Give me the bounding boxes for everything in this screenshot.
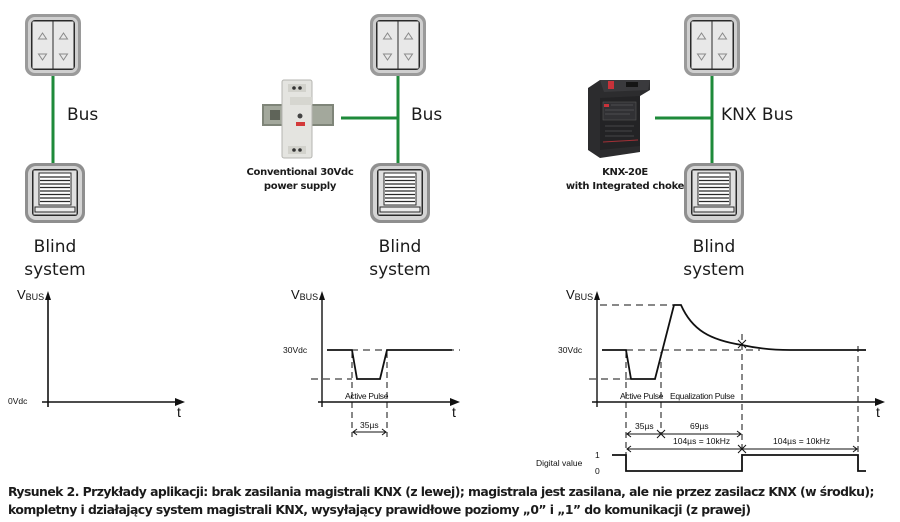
y-level-label-0v: 0Vdc (8, 396, 28, 406)
caption-line2: with Integrated choke (565, 181, 685, 192)
blind-label-line1: Blind (378, 237, 422, 257)
blind-system-label: Blind system (659, 236, 769, 282)
vbus-label: VBUS (566, 287, 593, 302)
vbus-label: VBUS (17, 287, 44, 302)
power-supply-caption: Conventional 30Vdc power supply (225, 166, 375, 194)
active-pulse-label: Active Pulse (345, 391, 389, 401)
y-axis-arrow (594, 291, 600, 300)
vbus-main: V (566, 287, 575, 302)
equalization-pulse-label: Equalization Pulse (670, 391, 735, 401)
knx-power-supply-icon (588, 80, 650, 158)
chart-middle (311, 291, 460, 437)
blind-label-line1: Blind (33, 237, 77, 257)
digital-high-label: 1 (595, 450, 600, 460)
y-axis-arrow (45, 291, 51, 300)
caption-line2: kompletny i działający system magistrali… (8, 502, 751, 517)
cross-markers (656, 339, 747, 454)
span-arrows (626, 430, 858, 453)
blind-label-line1: Blind (692, 237, 736, 257)
panel-middle (262, 13, 431, 224)
active-pulse-label: Active Pulse (620, 391, 664, 401)
span-104us-label: 104µs = 10kHz (773, 436, 831, 446)
x-axis-label-t: t (452, 404, 456, 420)
chart-left (42, 291, 185, 407)
panel-left (24, 13, 86, 224)
x-axis-label-t: t (177, 404, 181, 420)
digital-value-trace (612, 454, 866, 472)
caption-line1: Rysunek 2. Przykłady aplikacji: brak zas… (8, 484, 874, 499)
span-69us-label: 69µs (690, 421, 709, 431)
x-axis-arrow (450, 398, 460, 406)
vbus-sub: BUS (574, 292, 594, 302)
x-axis-arrow (175, 398, 185, 406)
y-level-label-30v: 30Vdc (558, 345, 583, 355)
digital-low-label: 0 (595, 466, 600, 476)
span-35us-label: 35µs (635, 421, 654, 431)
vbus-trace (602, 304, 866, 380)
span-104us-label: 104µs = 10kHz (673, 436, 731, 446)
vbus-sub: BUS (25, 292, 45, 302)
caption-line1: Conventional 30Vdc (246, 167, 354, 178)
chart-right (589, 291, 885, 472)
arrowhead-right (381, 428, 387, 436)
caption-line2: power supply (263, 181, 337, 192)
vbus-main: V (291, 287, 300, 302)
blind-label-line2: system (683, 260, 745, 280)
bus-label: Bus (67, 105, 99, 125)
x-axis-label-t: t (876, 404, 880, 420)
figure-caption: Rysunek 2. Przykłady aplikacji: brak zas… (8, 483, 898, 519)
bus-label: Bus (411, 105, 443, 125)
vbus-trace (327, 349, 452, 380)
span-35us-label: 35µs (360, 420, 379, 430)
vbus-main: V (17, 287, 26, 302)
y-level-label-30v: 30Vdc (283, 345, 308, 355)
digital-value-label: Digital value (536, 458, 583, 468)
knx-bus-label: KNX Bus (721, 105, 794, 125)
caption-line1: KNX-20E (602, 167, 648, 178)
blind-label-line2: system (369, 260, 431, 280)
vbus-sub: BUS (299, 292, 319, 302)
x-axis-arrow (875, 398, 885, 406)
blind-system-label: Blind system (345, 236, 455, 282)
y-axis-arrow (319, 291, 325, 300)
din-rail-power-supply-icon (262, 79, 334, 159)
arrowhead-left (352, 428, 358, 436)
vbus-label: VBUS (291, 287, 318, 302)
blind-system-label: Blind system (0, 236, 110, 282)
blind-label-line2: system (24, 260, 86, 280)
panel-right (588, 13, 745, 224)
power-supply-caption: KNX-20E with Integrated choke (550, 166, 700, 194)
